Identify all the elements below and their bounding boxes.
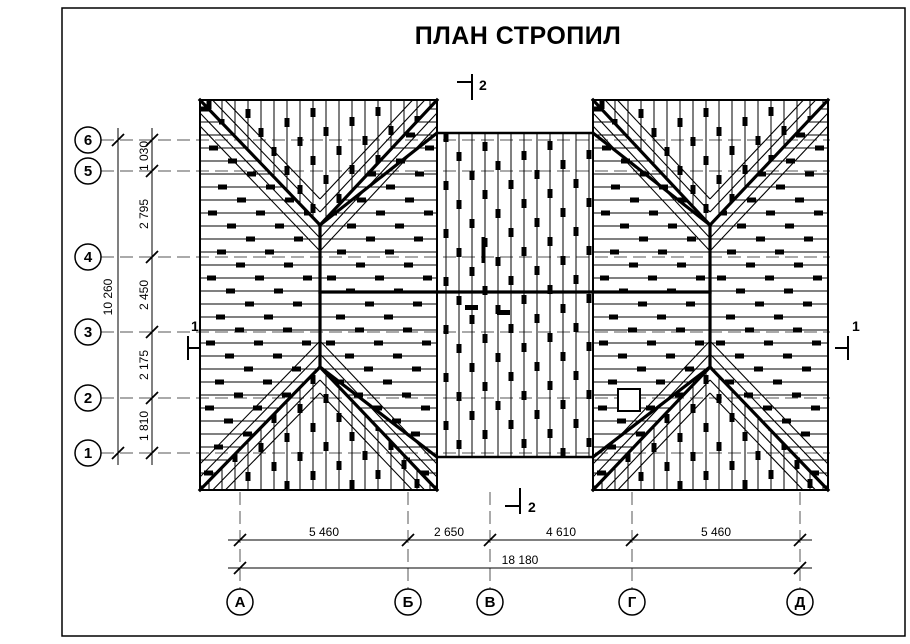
axis-label-3: 3	[84, 324, 92, 341]
dim-label-bottom-1: 2 650	[434, 525, 464, 539]
axis-grid-lines	[101, 139, 830, 589]
axis-marker-col-a: А	[226, 588, 254, 616]
axis-label-6: 6	[84, 132, 92, 149]
axis-marker-row-1: 1	[74, 439, 102, 467]
axis-label-b: Б	[403, 594, 414, 611]
roof-opening	[617, 388, 641, 412]
axis-label-2: 2	[84, 390, 92, 407]
dim-label-left-2: 2 450	[137, 280, 151, 310]
section-mark-1-right: 1	[835, 318, 860, 360]
drawing-title: ПЛАН СТРОПИЛ	[415, 22, 622, 50]
section-label-2-top: 2	[479, 77, 487, 93]
section-mark-2-top: 2	[457, 74, 487, 100]
axis-marker-row-2: 2	[74, 384, 102, 412]
section-mark-2-bottom: 2	[505, 488, 536, 515]
section-label-1-right: 1	[852, 318, 860, 334]
axis-label-5: 5	[84, 163, 92, 180]
axis-marker-col-g: Г	[618, 588, 646, 616]
axis-marker-col-b: Б	[394, 588, 422, 616]
dim-label-left-1: 2 795	[137, 199, 151, 229]
section-label-2-bottom: 2	[528, 499, 536, 515]
dimension-lines	[111, 128, 812, 575]
axis-label-g: Г	[628, 594, 637, 611]
section-mark-1-left: 1	[187, 318, 201, 360]
axis-label-4: 4	[84, 249, 93, 266]
rafter-hatch	[200, 100, 828, 490]
dim-label-left-4: 1 810	[137, 411, 151, 441]
axis-marker-col-d: Д	[786, 588, 814, 616]
dim-label-bottom-0: 5 460	[309, 525, 339, 539]
dim-label-left-total: 10 260	[101, 278, 115, 315]
dim-label-left-0: 1 030	[137, 141, 151, 171]
axis-marker-col-v: В	[476, 588, 504, 616]
dim-label-bottom-3: 5 460	[701, 525, 731, 539]
drawing-frame	[61, 7, 906, 637]
axis-label-a: А	[235, 594, 246, 611]
axis-marker-row-5: 5	[74, 157, 102, 185]
dim-label-left-3: 2 175	[137, 350, 151, 380]
axis-label-v: В	[485, 594, 496, 611]
axis-marker-row-3: 3	[74, 318, 102, 346]
axis-marker-row-6: 6	[74, 126, 102, 154]
roof-structure-lines	[197, 97, 831, 493]
axis-marker-row-4: 4	[74, 243, 102, 271]
axis-label-1: 1	[84, 445, 92, 462]
dim-label-bottom-2: 4 610	[546, 525, 576, 539]
dim-label-bottom-total: 18 180	[502, 553, 539, 567]
section-label-1-left: 1	[191, 318, 199, 334]
axis-label-d: Д	[795, 594, 806, 611]
section-trace-2	[465, 237, 510, 315]
